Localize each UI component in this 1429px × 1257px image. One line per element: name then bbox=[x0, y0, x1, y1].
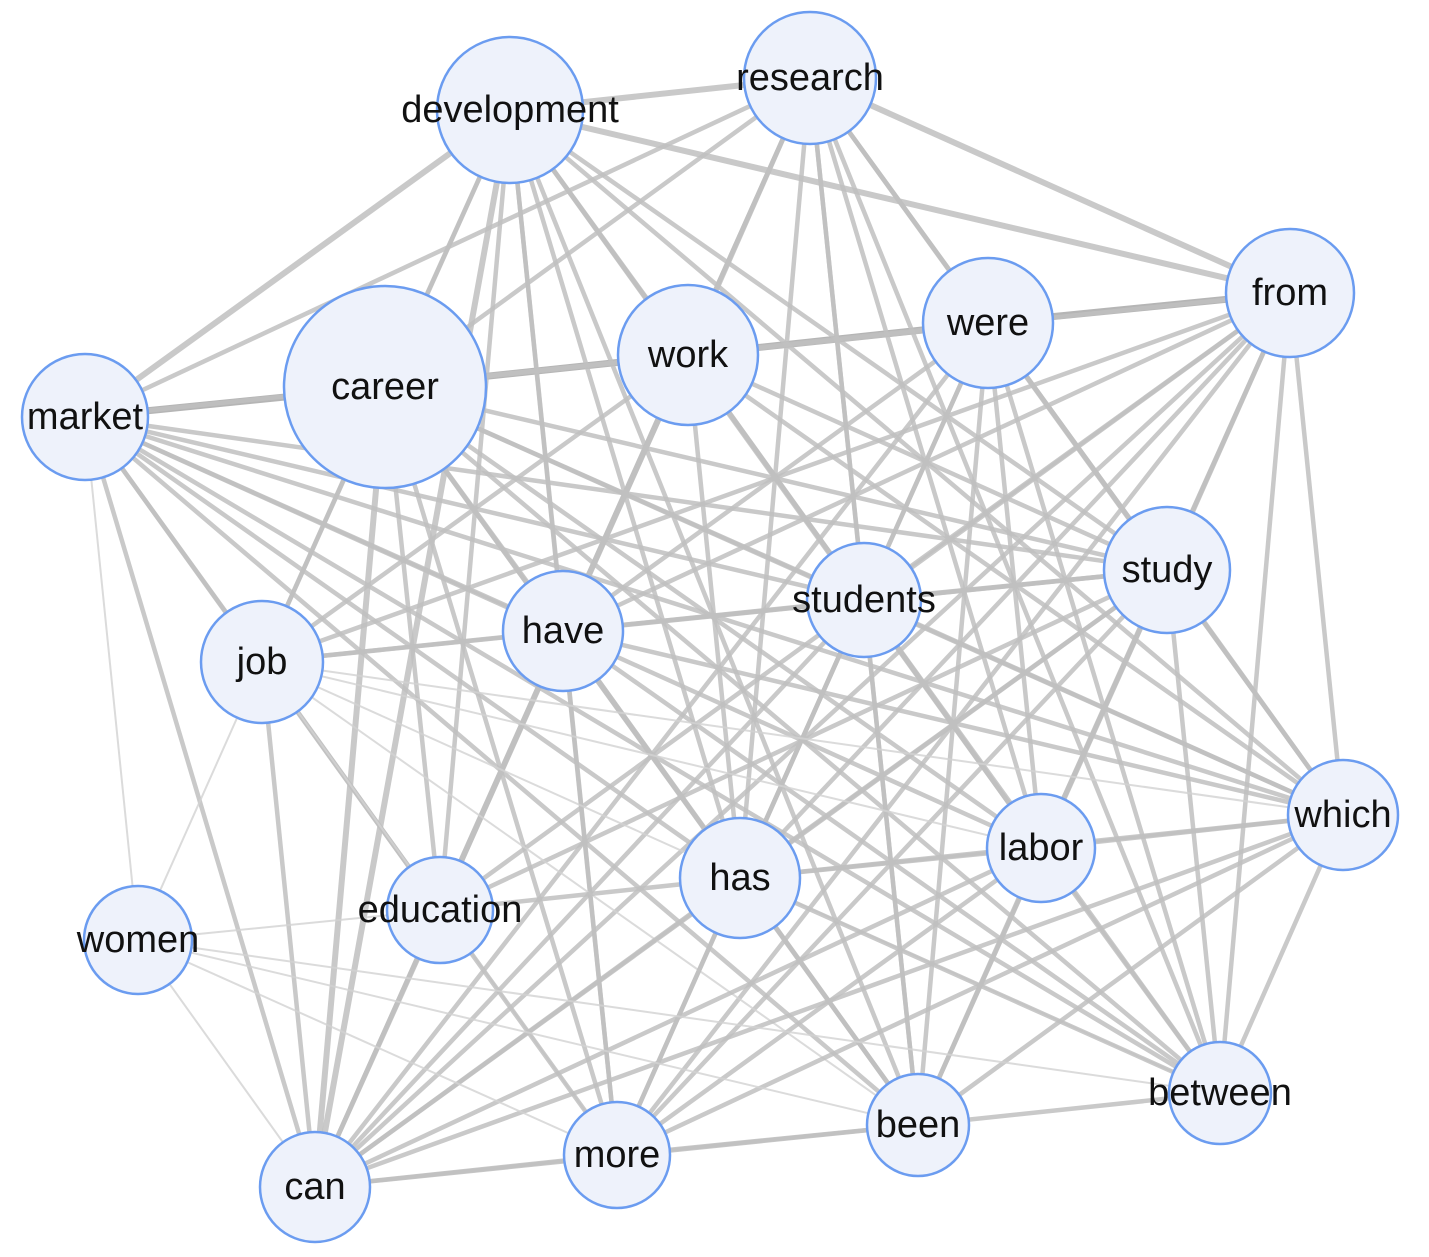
node-have: have bbox=[501, 569, 625, 693]
node-circle-development bbox=[435, 35, 585, 185]
node-label-between: between bbox=[1148, 1072, 1292, 1114]
edge-job-labor bbox=[261, 661, 1042, 849]
node-circle-students bbox=[805, 541, 923, 659]
edge-development-market bbox=[82, 107, 513, 420]
node-label-has: has bbox=[709, 857, 770, 899]
node-label-were: were bbox=[946, 302, 1029, 344]
node-circle-labor bbox=[985, 792, 1097, 904]
edge-market-students bbox=[82, 414, 867, 603]
node-circle-from bbox=[1224, 227, 1356, 359]
node-circle-were bbox=[921, 256, 1055, 390]
node-label-job: job bbox=[236, 641, 288, 683]
node-circle-market bbox=[20, 352, 150, 482]
edge-has-between bbox=[737, 875, 1223, 1096]
edge-research-market bbox=[82, 75, 813, 420]
node-circle-been bbox=[865, 1072, 971, 1178]
node-career: career bbox=[282, 284, 488, 490]
node-can: can bbox=[258, 1130, 372, 1244]
node-study: study bbox=[1102, 505, 1232, 635]
node-circle-research bbox=[742, 10, 878, 146]
node-label-work: work bbox=[647, 334, 729, 376]
node-label-labor: labor bbox=[999, 827, 1084, 869]
node-label-market: market bbox=[27, 396, 144, 438]
node-education: education bbox=[358, 855, 523, 965]
node-circle-can bbox=[258, 1130, 372, 1244]
node-job: job bbox=[199, 599, 325, 725]
node-circle-education bbox=[385, 855, 495, 965]
node-work: work bbox=[616, 283, 760, 427]
edge-women-between bbox=[137, 939, 1221, 1094]
node-label-more: more bbox=[574, 1134, 661, 1176]
node-label-from: from bbox=[1252, 272, 1328, 314]
nodes-layer: development research from were work career mar… bbox=[20, 10, 1400, 1244]
node-has: has bbox=[678, 816, 802, 940]
node-label-can: can bbox=[284, 1166, 345, 1208]
edge-market-women bbox=[84, 416, 139, 941]
node-circle-has bbox=[678, 816, 802, 940]
node-circle-work bbox=[616, 283, 760, 427]
edge-students-which bbox=[861, 597, 1346, 818]
node-market: market bbox=[20, 352, 150, 482]
node-label-which: which bbox=[1293, 794, 1391, 836]
node-label-students: students bbox=[792, 579, 936, 621]
node-label-research: research bbox=[736, 57, 884, 99]
node-label-been: been bbox=[876, 1104, 961, 1146]
node-circle-women bbox=[82, 884, 194, 996]
node-circle-study bbox=[1102, 505, 1232, 635]
node-labor: labor bbox=[985, 792, 1097, 904]
edge-job-which bbox=[261, 661, 1344, 816]
edge-women-more bbox=[137, 939, 618, 1156]
node-circle-which bbox=[1286, 758, 1400, 872]
node-circle-between bbox=[1167, 1040, 1273, 1146]
edge-career-study bbox=[382, 384, 1170, 573]
node-circle-have bbox=[501, 569, 625, 693]
node-label-development: development bbox=[401, 89, 619, 131]
node-women: women bbox=[76, 884, 200, 996]
node-research: research bbox=[736, 10, 884, 146]
node-development: development bbox=[401, 35, 619, 185]
node-been: been bbox=[865, 1072, 971, 1178]
node-more: more bbox=[562, 1100, 672, 1210]
node-label-education: education bbox=[358, 889, 523, 931]
edge-market-study bbox=[82, 414, 1170, 573]
node-circle-career bbox=[282, 284, 488, 490]
node-circle-job bbox=[199, 599, 325, 725]
node-circle-more bbox=[562, 1100, 672, 1210]
edge-research-from bbox=[807, 75, 1293, 296]
node-were: were bbox=[921, 256, 1055, 390]
node-from: from bbox=[1224, 227, 1356, 359]
node-which: which bbox=[1286, 758, 1400, 872]
edge-work-study bbox=[685, 352, 1170, 573]
node-label-study: study bbox=[1122, 549, 1213, 591]
node-students: students bbox=[792, 541, 936, 659]
node-between: between bbox=[1148, 1040, 1292, 1146]
edge-from-which bbox=[1287, 290, 1346, 818]
node-label-career: career bbox=[331, 366, 439, 408]
node-label-women: women bbox=[76, 919, 200, 961]
edge-women-been bbox=[137, 939, 919, 1126]
edge-have-which bbox=[560, 628, 1346, 818]
node-label-have: have bbox=[522, 610, 604, 652]
